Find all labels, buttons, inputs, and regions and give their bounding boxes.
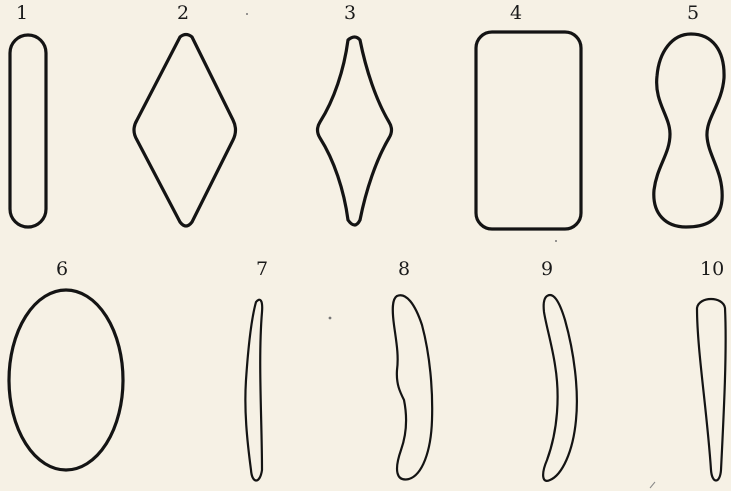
paper-speck — [555, 240, 557, 242]
figure-4-shape — [476, 32, 581, 229]
figure-2-shape — [134, 35, 236, 227]
figure-9-shape — [543, 295, 577, 481]
figure-10-shape — [697, 299, 726, 481]
paper-speck — [329, 317, 332, 320]
figure-8-shape — [393, 295, 432, 479]
figure-1-shape — [10, 35, 46, 227]
figure-5-shape — [654, 34, 724, 227]
figure-3-shape — [318, 37, 392, 225]
figure-7-shape — [245, 300, 262, 481]
figure-6-shape — [9, 290, 123, 470]
paper-speck — [246, 13, 248, 15]
paper-scratch — [650, 482, 655, 488]
